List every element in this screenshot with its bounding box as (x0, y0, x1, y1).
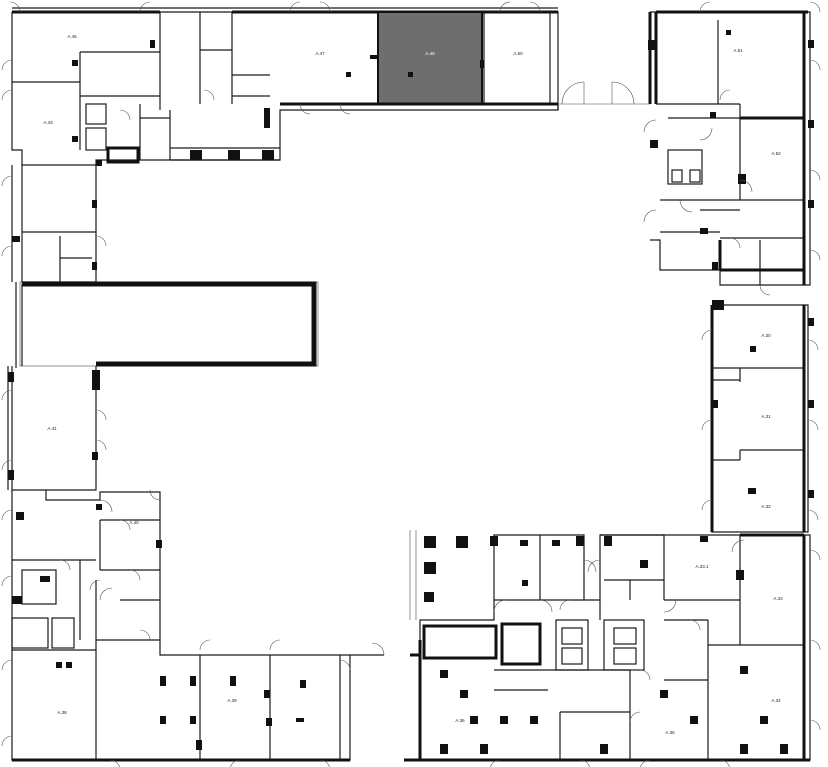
unit-a52[interactable]: A.52 (740, 118, 804, 200)
unit-a39-label: A.39 (227, 698, 237, 703)
north-wing (1, 1, 650, 166)
unit-a52-label: A.52 (771, 151, 781, 156)
unit-a35[interactable]: A.35 (630, 680, 708, 760)
unit-a48[interactable]: A.48 (378, 12, 482, 104)
unit-a41-label: A.41 (47, 426, 57, 431)
unit-a32[interactable]: A.32 (712, 450, 804, 532)
unit-a50-label: A.50 (513, 51, 523, 56)
west-wing (1, 165, 319, 651)
unit-a41[interactable]: A.41 (12, 366, 96, 490)
unit-a36[interactable]: A.36 (420, 658, 494, 760)
unit-a43-label: A.43 (43, 120, 53, 125)
unit-labels: A.46 A.47 A.48 A.50 A.51 A.52 A.43 A.41 (12, 12, 804, 760)
unit-a48-fill (377, 11, 483, 105)
unit-a38-label: A.38 (57, 710, 67, 715)
unit-a48-label: A.48 (425, 51, 435, 56)
unit-a51[interactable]: A.51 (718, 12, 804, 104)
south-west-wing (1, 639, 385, 767)
unit-a34-label: A.34 (771, 698, 781, 703)
unit-a47-label: A.47 (315, 51, 325, 56)
unit-a43[interactable]: A.43 (12, 82, 80, 150)
unit-a331[interactable]: A.33.1 (664, 535, 740, 600)
unit-a32-label: A.32 (761, 504, 771, 509)
unit-a46[interactable]: A.46 (12, 12, 160, 82)
unit-a31-label: A.31 (761, 414, 771, 419)
unit-a34[interactable]: A.34 (708, 645, 804, 760)
unit-a30[interactable]: A.30 (712, 305, 804, 368)
unit-a51-label: A.51 (733, 48, 743, 53)
unit-a46-label: A.46 (67, 34, 77, 39)
unit-a30-label: A.30 (761, 333, 771, 338)
unit-a31[interactable]: A.31 (712, 368, 804, 450)
unit-a33-label: A.33 (773, 596, 783, 601)
south-east-wing (404, 530, 821, 767)
north-east-wing (643, 1, 821, 296)
unit-a50[interactable]: A.50 (484, 12, 550, 104)
east-wing (701, 300, 819, 533)
unit-a40[interactable]: A.40 (100, 492, 160, 525)
unit-a331-label: A.33.1 (695, 564, 709, 569)
unit-a39[interactable]: A.39 (200, 655, 270, 760)
unit-a38[interactable]: A.38 (12, 650, 96, 760)
unit-a35-label: A.35 (665, 730, 675, 735)
unit-a33[interactable]: A.33 (740, 535, 804, 645)
unit-a36-label: A.36 (455, 718, 465, 723)
unit-a47[interactable]: A.47 (232, 12, 378, 104)
unit-a40-label: A.40 (129, 520, 139, 525)
